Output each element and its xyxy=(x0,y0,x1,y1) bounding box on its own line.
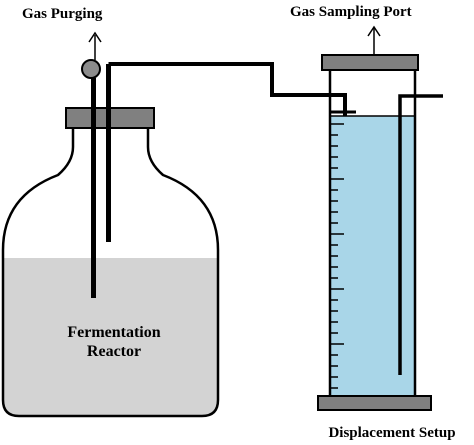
reactor-liquid xyxy=(3,258,218,416)
displacement-setup-label: Displacement Setup xyxy=(328,425,455,441)
water-outlet-tube xyxy=(398,94,443,375)
graduation-ticks xyxy=(330,123,344,389)
gas-purging-label: Gas Purging xyxy=(22,6,103,22)
displacement-cylinder xyxy=(317,54,443,411)
gas-sampling-port-arrow xyxy=(367,25,381,55)
purge-tube xyxy=(91,78,96,298)
valve-ball xyxy=(81,59,101,79)
purge-arrow-head xyxy=(88,31,102,43)
gas-outlet-tube xyxy=(106,64,111,242)
reactor-label-line1: Fermentation xyxy=(67,324,160,341)
gas-purging-valve xyxy=(81,31,102,79)
cylinder-base xyxy=(317,395,432,411)
cylinder-water xyxy=(330,116,415,396)
sampling-arrow-head xyxy=(367,25,381,37)
gas-connecting-line xyxy=(108,62,347,118)
fermentation-reactor xyxy=(1,64,220,418)
cylinder-cap xyxy=(321,54,419,71)
gas-sampling-port-label: Gas Sampling Port xyxy=(290,4,412,20)
reactor-bottle-outline xyxy=(1,128,220,418)
reactor-label-line2: Reactor xyxy=(87,343,141,360)
